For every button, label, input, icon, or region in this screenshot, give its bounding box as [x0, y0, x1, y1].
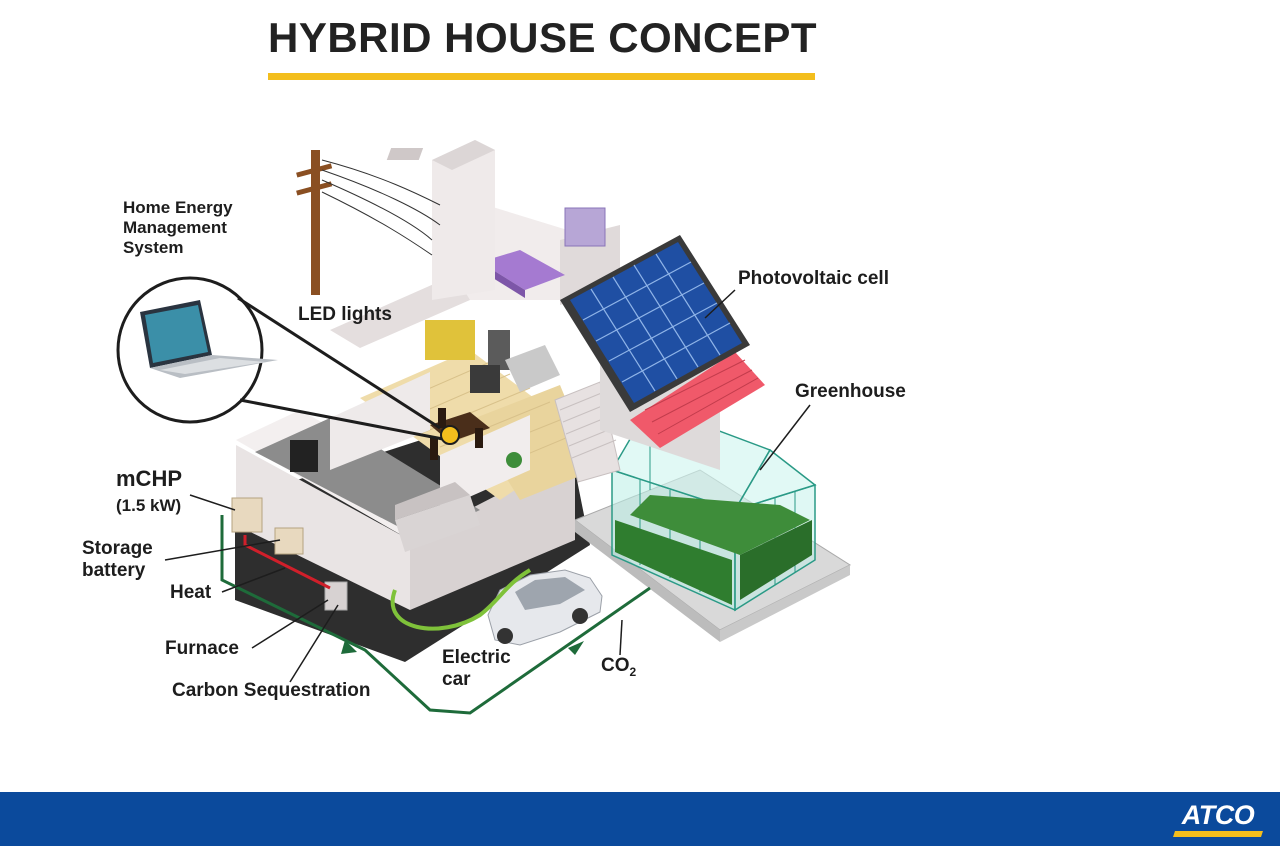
page-title: HYBRID HOUSE CONCEPT	[268, 14, 818, 61]
atco-logo-underline	[1173, 831, 1263, 837]
label-hems-line-1: Home Energy	[123, 198, 233, 217]
bed-icon	[480, 250, 565, 290]
label-photovoltaic: Photovoltaic cell	[738, 268, 889, 289]
label-furnace: Furnace	[165, 638, 239, 659]
leader-furnace	[251, 599, 329, 649]
label-co2-subscript: 2	[629, 664, 637, 679]
leader-storage	[164, 539, 281, 561]
label-carbon-sequestration: Carbon Sequestration	[172, 680, 371, 701]
charging-cable	[390, 568, 532, 631]
label-electric-car-line-2: car	[442, 669, 471, 690]
house-left-wall	[236, 445, 410, 610]
leader-heat	[221, 567, 286, 593]
label-hems: Home Energy Management System	[123, 198, 233, 258]
leader-carbon	[289, 604, 339, 683]
leader-mchp	[189, 494, 236, 511]
label-heat: Heat	[170, 582, 212, 603]
solar-panel-icon	[560, 235, 750, 412]
atco-logo-text: ATCO	[1181, 800, 1255, 830]
label-co2-text: CO	[601, 655, 630, 676]
label-electric-car-line-1: Electric	[442, 647, 511, 668]
house-illustration	[116, 140, 852, 715]
label-greenhouse: Greenhouse	[795, 381, 906, 402]
atco-logo: ATCO	[1170, 798, 1266, 840]
label-co2: CO2	[601, 655, 636, 683]
co2-flow-line	[220, 515, 651, 715]
label-mchp-power: (1.5 kW)	[116, 496, 182, 515]
label-storage-battery: Storage battery	[82, 538, 153, 582]
chimney	[432, 140, 495, 300]
tv-icon	[290, 440, 318, 472]
furnace-unit	[324, 581, 348, 611]
leader-greenhouse	[759, 404, 811, 471]
label-electric-car: Electric car	[442, 647, 511, 691]
heat-pipe	[243, 535, 331, 590]
laptop-icon	[140, 300, 278, 378]
storage-battery-unit	[274, 527, 304, 555]
label-storage-line-2: battery	[82, 560, 146, 581]
red-roof	[630, 352, 765, 448]
label-hems-line-2: Management	[123, 218, 227, 237]
electric-car-icon	[487, 569, 603, 646]
label-led-lights: LED lights	[298, 304, 392, 325]
utility-pole-icon	[296, 150, 441, 295]
label-mchp: mCHP	[116, 466, 183, 491]
label-storage-line-1: Storage	[82, 538, 153, 559]
title-underline	[268, 73, 815, 80]
footer-bar	[0, 792, 1280, 846]
leader-photovoltaic	[704, 289, 736, 319]
mchp-unit	[231, 497, 263, 533]
leader-co2	[619, 619, 623, 656]
label-hems-line-3: System	[123, 238, 184, 257]
